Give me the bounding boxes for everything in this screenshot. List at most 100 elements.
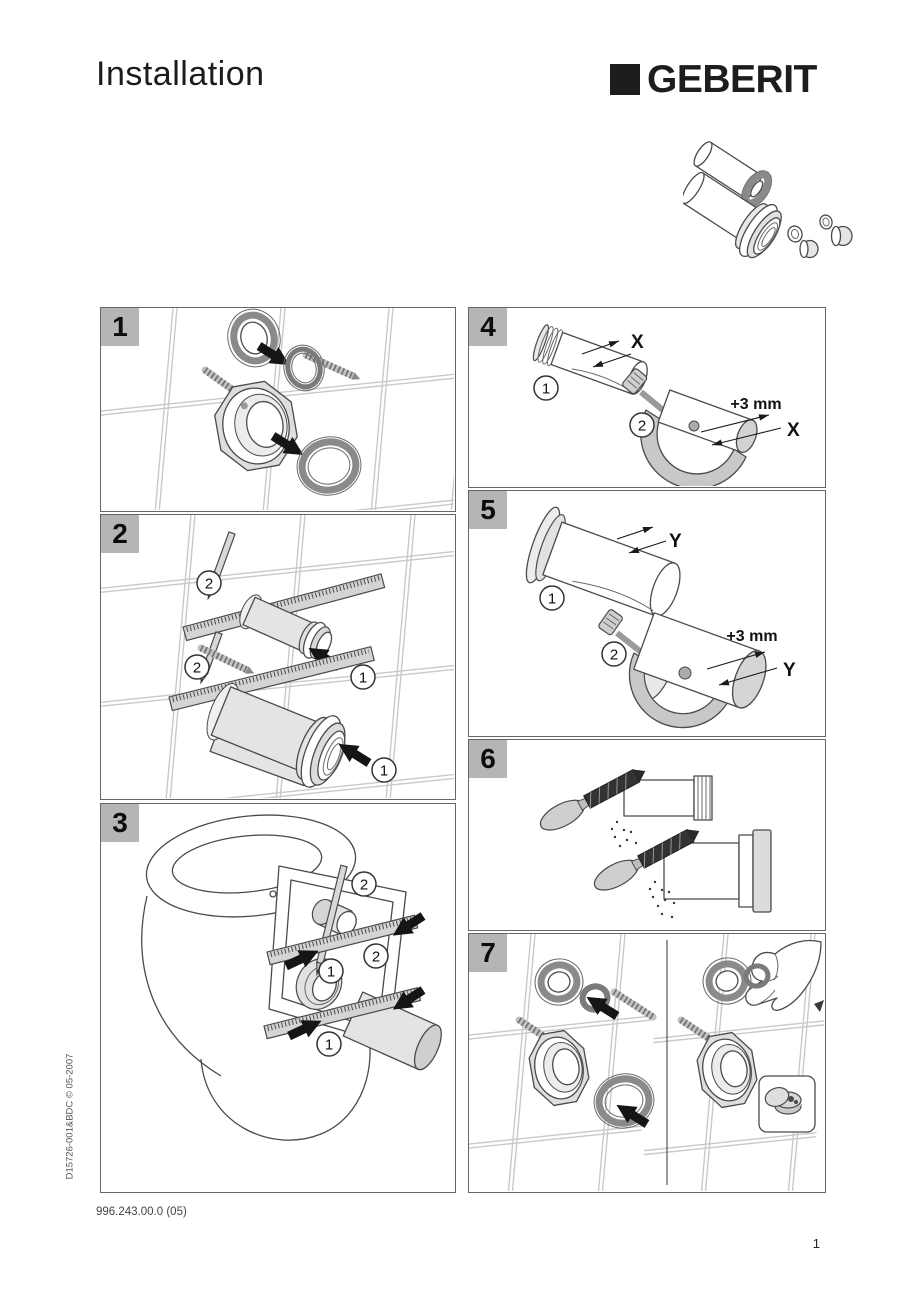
svg-text:1: 1	[327, 964, 335, 981]
arrow-icon	[256, 342, 290, 366]
svg-text:1: 1	[548, 591, 556, 608]
outlet-pipe	[683, 171, 782, 259]
flange-nut	[214, 380, 298, 472]
arrow-icon	[270, 432, 304, 456]
seal-washer	[819, 214, 833, 230]
arrow-icon	[616, 1104, 650, 1128]
large-gasket-ring	[296, 436, 362, 496]
svg-text:2: 2	[372, 949, 380, 966]
logo-wordmark: GEBERIT	[647, 58, 817, 101]
step-number: 6	[469, 740, 507, 778]
marker-circle: 1	[350, 664, 376, 690]
marker-circle: 1	[316, 1031, 342, 1057]
svg-text:2: 2	[638, 418, 646, 435]
document-code-vertical: D15726-001&BDC © 05-2007	[64, 1053, 76, 1180]
marker-circle: 2	[196, 570, 222, 596]
step-3-illustration: 2 1 2 1	[141, 814, 442, 1141]
flush-pipe	[623, 775, 713, 821]
threaded-rod	[302, 351, 361, 380]
wall-seal-ring	[534, 958, 584, 1006]
arrow-icon	[586, 996, 620, 1020]
step-panel-6: 6	[468, 739, 826, 931]
svg-text:2: 2	[360, 877, 368, 894]
marker-circle: 1	[533, 375, 559, 401]
step-number: 5	[469, 491, 507, 529]
page-title: Installation	[96, 55, 265, 93]
tile-grid	[101, 515, 454, 798]
protection-cap	[799, 239, 819, 259]
step-number: 4	[469, 308, 507, 346]
dimension-lines: X	[581, 332, 644, 368]
svg-text:2: 2	[193, 660, 201, 677]
dimension-lines: Y	[616, 526, 682, 554]
arrow-icon	[392, 986, 426, 1010]
threaded-rod	[610, 988, 657, 1021]
step-panel-1: 1	[100, 307, 456, 512]
tile-grid	[469, 934, 652, 1191]
arrow-icon	[392, 912, 426, 936]
protection-cap	[830, 225, 853, 247]
step-panel-3: 3 2	[100, 803, 456, 1193]
flange-nut	[696, 1031, 758, 1109]
seal-washer	[787, 225, 803, 243]
step-2-illustration: 2 1 2	[101, 515, 454, 798]
cut-offset-dimension: +3 mm X	[700, 396, 800, 446]
flange-nut	[528, 1029, 590, 1107]
svg-text:1: 1	[359, 670, 367, 687]
step-4-illustration: 1 X 2 +3 mm	[532, 324, 800, 486]
hand	[743, 939, 824, 1012]
step-7-illustration	[469, 934, 824, 1191]
outlet-pipe	[206, 683, 346, 788]
gasket-ring	[283, 344, 325, 392]
svg-text:1: 1	[380, 763, 388, 780]
svg-text:+3 mm: +3 mm	[726, 628, 777, 645]
pipe-cutter-tool	[598, 609, 767, 729]
large-gasket-ring	[593, 1073, 655, 1129]
page-number: 1	[812, 1236, 820, 1251]
step-1-illustration	[101, 308, 454, 510]
svg-text:X: X	[631, 332, 644, 353]
threaded-rod	[197, 644, 255, 674]
marker-circle: 1	[318, 958, 344, 984]
marker-circle: 1	[371, 757, 397, 783]
cut-offset-dimension: +3 mm Y	[706, 628, 796, 686]
outlet-pipe	[525, 506, 681, 617]
step-panel-7: 7	[468, 933, 826, 1193]
marker-circle: 2	[363, 943, 389, 969]
step-panel-2: 2 2 1	[100, 514, 456, 800]
flush-pipe	[693, 141, 773, 208]
step-number: 7	[469, 934, 507, 972]
marker-circle: 2	[629, 412, 655, 438]
svg-text:2: 2	[205, 576, 213, 593]
svg-text:X: X	[787, 420, 800, 441]
marker-circle: 1	[539, 585, 565, 611]
svg-text:1: 1	[325, 1037, 333, 1054]
arrow-icon	[338, 743, 372, 767]
marker-circle: 2	[351, 871, 377, 897]
svg-text:+3 mm: +3 mm	[730, 396, 781, 413]
outlet-pipe	[663, 829, 772, 913]
filing-debris	[610, 820, 638, 848]
step-number: 2	[101, 515, 139, 553]
toilet-bowl	[141, 814, 407, 1141]
svg-text:1: 1	[542, 381, 550, 398]
lubricant-inset	[758, 1075, 816, 1133]
arrow-icon	[284, 950, 319, 971]
step-panel-5: 5 1 Y	[468, 490, 826, 737]
step-5-illustration: 1 Y 2 +3 mm	[525, 506, 796, 729]
step-6-illustration	[539, 768, 772, 919]
article-code: 996.243.00.0 (05)	[96, 1206, 187, 1218]
pipe-cutter-tool	[622, 368, 758, 486]
marker-circle: 2	[184, 654, 210, 680]
svg-text:Y: Y	[669, 531, 682, 552]
flush-pipe	[239, 594, 333, 660]
step-panel-4: 4 1 X	[468, 307, 826, 488]
arrow-icon	[287, 1020, 322, 1041]
marker-circle: 2	[601, 641, 627, 667]
step-number: 3	[101, 804, 139, 842]
geberit-logo: GEBERIT	[610, 58, 817, 101]
step-number: 1	[101, 308, 139, 346]
product-overview-illustration	[683, 141, 853, 259]
svg-text:2: 2	[610, 647, 618, 664]
svg-text:Y: Y	[783, 660, 796, 681]
